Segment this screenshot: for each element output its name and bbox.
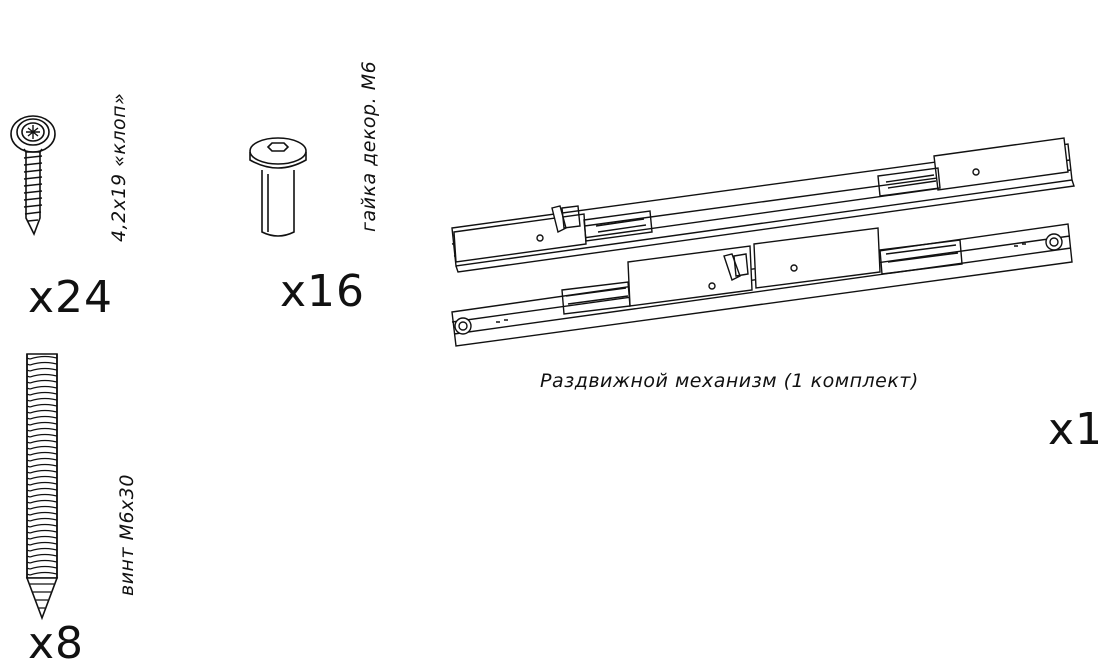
bolt-quantity: x8 xyxy=(28,618,85,669)
mechanism-label: Раздвижной механизм (1 комплект) xyxy=(540,370,919,392)
nut-quantity: x16 xyxy=(280,266,366,317)
mechanism-quantity: x1 xyxy=(1048,404,1098,455)
screw-quantity: x24 xyxy=(28,272,114,323)
